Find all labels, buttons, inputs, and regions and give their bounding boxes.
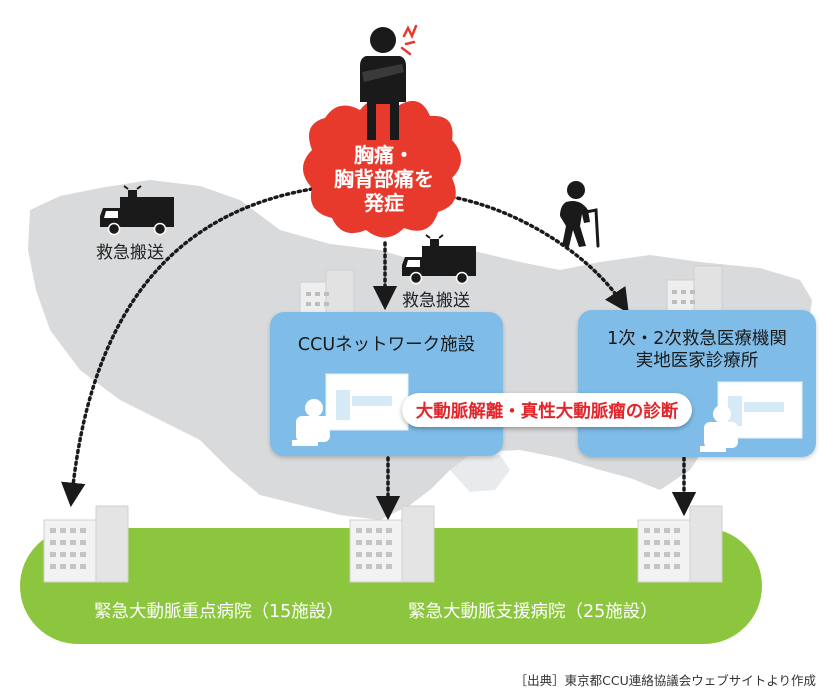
arrow-to-priority-hospital bbox=[61, 186, 320, 508]
ccu-building-icon bbox=[299, 269, 355, 317]
primary-care-title-line-1: 1次・2次救急医療機関 bbox=[607, 329, 787, 349]
ccu-facility-box: CCUネットワーク施設 bbox=[270, 312, 503, 456]
primary-care-box: 1次・2次救急医療機関 実地医家診療所 bbox=[578, 310, 816, 457]
hospital-building-left bbox=[43, 505, 129, 583]
symptom-burst bbox=[303, 97, 461, 238]
primary-care-title-line-2: 実地医家診療所 bbox=[635, 351, 759, 371]
ccu-facility-title: CCUネットワーク施設 bbox=[297, 335, 476, 355]
ambulance-icon-left bbox=[100, 185, 174, 236]
primary-care-title: 1次・2次救急医療機関 実地医家診療所 bbox=[578, 328, 816, 372]
hospital-building-right bbox=[637, 505, 723, 583]
symptom-line-3: 発症 bbox=[364, 191, 404, 215]
symptom-line-1: 胸痛・ bbox=[354, 143, 414, 167]
symptom-text: 胸痛・ 胸背部痛を 発症 bbox=[318, 143, 450, 215]
priority-hospital-label: 緊急大動脈重点病院（15施設） bbox=[94, 602, 344, 622]
pain-spark-icon bbox=[400, 24, 418, 56]
symptom-line-2: 胸背部痛を bbox=[334, 167, 434, 191]
support-hospital-label: 緊急大動脈支援病院（25施設） bbox=[408, 602, 658, 622]
transport-label-left: 救急搬送 bbox=[96, 243, 164, 263]
hospital-band bbox=[20, 528, 762, 644]
ccu-exam-illustration bbox=[292, 373, 409, 446]
ambulance-icon-center bbox=[402, 234, 476, 285]
source-note: ［出典］東京都CCU連絡協議会ウェブサイトより作成 bbox=[514, 673, 816, 688]
arrow-to-primary-care bbox=[450, 195, 629, 314]
elderly-walker-icon bbox=[560, 181, 600, 248]
primary-care-exam-illustration bbox=[700, 381, 803, 452]
diagnosis-label: 大動脈解離・真性大動脈瘤の診断 bbox=[402, 393, 692, 427]
hospital-building-center bbox=[349, 505, 435, 583]
patient-icon bbox=[360, 27, 406, 140]
transport-label-center: 救急搬送 bbox=[402, 291, 470, 311]
